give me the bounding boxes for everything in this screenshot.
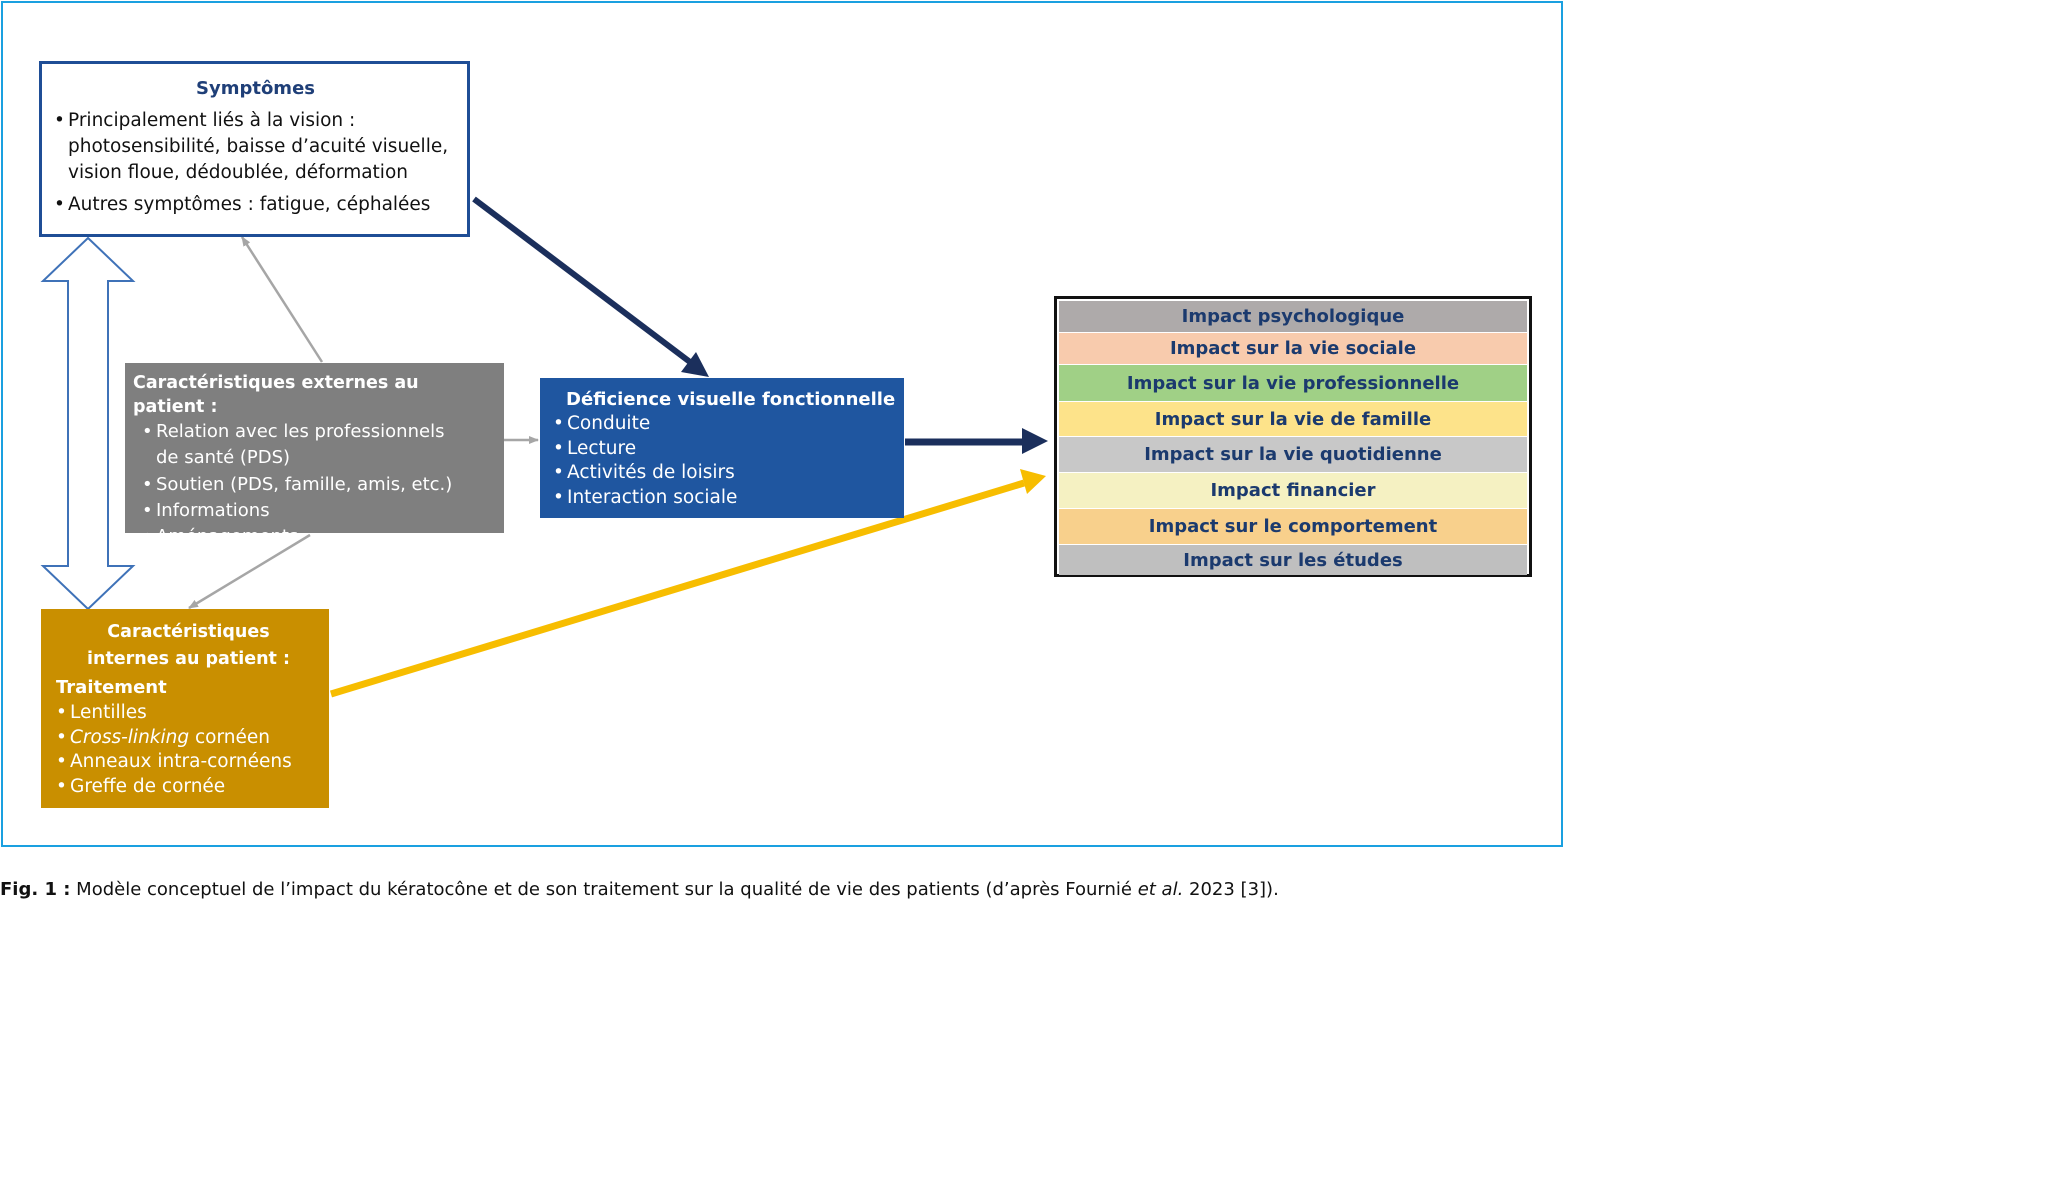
arrow-internal-to-impacts bbox=[329, 479, 1026, 698]
treatment-subtitle: Traitement bbox=[56, 677, 167, 698]
impact-row-social: Impact sur la vie sociale bbox=[1059, 333, 1527, 364]
double-vertical-arrow bbox=[40, 236, 136, 611]
external-characteristics-box: Caractéristiques externes au patient : R… bbox=[125, 363, 504, 551]
internal-characteristics-box: Caractéristiques internes au patient : T… bbox=[41, 609, 329, 808]
list-item: Principalement liés à la vision : photos… bbox=[54, 108, 457, 186]
list-item: Informations bbox=[142, 498, 496, 525]
arrow-deficiency-to-impacts-head bbox=[1022, 428, 1048, 454]
treatment-list: Lentilles Cross-linking cornéen Anneaux … bbox=[56, 701, 321, 800]
arrow-symptoms-to-deficiency-head bbox=[681, 352, 709, 377]
external-title: Caractéristiques externes au patient : bbox=[133, 373, 419, 417]
symptoms-list: Principalement liés à la vision : photos… bbox=[54, 108, 457, 218]
list-item: Aménagements bbox=[142, 524, 496, 551]
list-item: Interaction sociale bbox=[553, 486, 896, 511]
arrow-internal-to-impacts-head bbox=[1020, 469, 1046, 494]
figure-frame bbox=[1, 1, 1563, 847]
impact-row-professional: Impact sur la vie professionnelle bbox=[1059, 365, 1527, 401]
internal-title: Caractéristiques internes au patient : bbox=[86, 622, 290, 669]
functional-visual-deficiency-box: Déficience visuelle fonctionnelle Condui… bbox=[540, 378, 904, 518]
list-item: Conduite bbox=[553, 412, 896, 437]
symptoms-title: Symptômes bbox=[196, 78, 315, 99]
list-item: Anneaux intra-cornéens bbox=[56, 750, 321, 775]
impact-row-daily-life: Impact sur la vie quotidienne bbox=[1059, 437, 1527, 472]
impact-row-behavior: Impact sur le comportement bbox=[1059, 509, 1527, 544]
impact-row-psychological: Impact psychologique bbox=[1059, 301, 1527, 332]
list-item: Greffe de cornée bbox=[56, 775, 321, 800]
list-item: Autres symptômes : fatigue, céphalées bbox=[54, 192, 457, 218]
list-item: Relation avec les professionnels de sant… bbox=[142, 419, 496, 472]
impact-row-financial: Impact financier bbox=[1059, 473, 1527, 508]
arrow-external-to-symptoms bbox=[240, 236, 324, 363]
list-item: Cross-linking cornéen bbox=[56, 726, 321, 751]
impacts-box: Impact psychologique Impact sur la vie s… bbox=[1054, 296, 1532, 577]
caption-label: Fig. 1 : bbox=[0, 879, 71, 900]
list-item: Lecture bbox=[553, 437, 896, 462]
figure-caption: Fig. 1 : Modèle conceptuel de l’impact d… bbox=[0, 879, 1279, 900]
symptoms-box: Symptômes Principalement liés à la visio… bbox=[39, 61, 470, 237]
external-list: Relation avec les professionnels de sant… bbox=[142, 419, 496, 551]
impact-row-family: Impact sur la vie de famille bbox=[1059, 402, 1527, 436]
deficiency-list: Conduite Lecture Activités de loisirs In… bbox=[553, 412, 896, 510]
list-item: Lentilles bbox=[56, 701, 321, 726]
impact-row-studies: Impact sur les études bbox=[1059, 545, 1527, 575]
list-item: Activités de loisirs bbox=[553, 461, 896, 486]
arrow-symptoms-to-deficiency bbox=[472, 196, 692, 365]
deficiency-title: Déficience visuelle fonctionnelle bbox=[566, 389, 896, 410]
list-item: Soutien (PDS, famille, amis, etc.) bbox=[142, 472, 496, 499]
